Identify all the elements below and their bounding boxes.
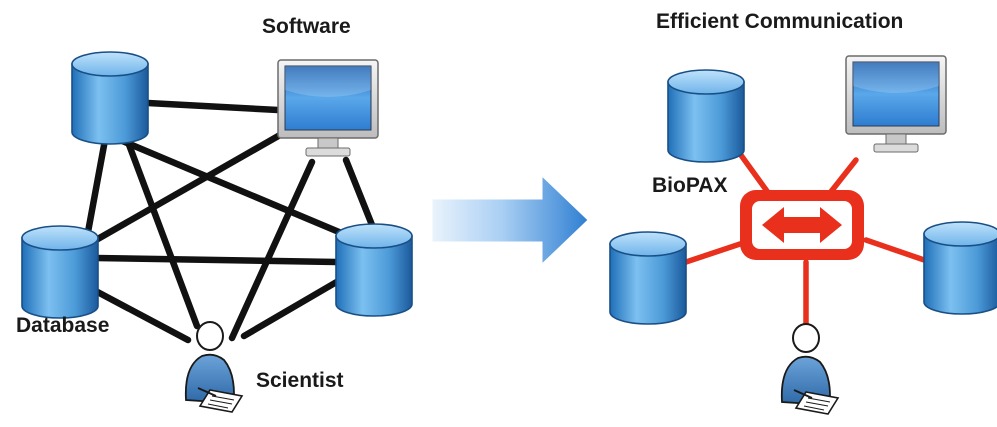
database-icon <box>335 223 413 317</box>
link-db2-scientist <box>86 284 192 344</box>
link-db2-db3 <box>92 254 340 266</box>
link-db1-scientist <box>124 138 201 330</box>
database-label: Database <box>16 314 109 337</box>
database-icon <box>667 69 745 163</box>
link-db1-db3 <box>116 136 362 244</box>
database-icon <box>71 51 149 145</box>
biopax-hub <box>740 190 864 260</box>
software-label: Software <box>262 15 351 38</box>
point-to-point-links <box>84 99 376 344</box>
link-db1-software <box>144 99 282 114</box>
database-icon <box>21 225 99 319</box>
biopax-label: BioPAX <box>652 174 727 197</box>
efficient-communication-title: Efficient Communication <box>656 10 903 33</box>
scientist-icon <box>780 323 839 415</box>
bidirectional-arrow-icon <box>762 207 842 243</box>
link-software-db2 <box>92 131 284 244</box>
scientist-label: Scientist <box>256 369 344 392</box>
direction-arrow-icon <box>431 174 589 266</box>
link-hub-db-right <box>863 237 933 265</box>
link-software-db3 <box>342 156 376 229</box>
database-icon <box>923 221 997 315</box>
monitor-icon <box>845 55 947 153</box>
monitor-icon <box>277 59 379 157</box>
link-db3-scientist <box>240 276 344 340</box>
link-software-scientist <box>228 158 316 342</box>
database-icon <box>609 231 687 325</box>
link-db1-db2 <box>84 136 109 236</box>
